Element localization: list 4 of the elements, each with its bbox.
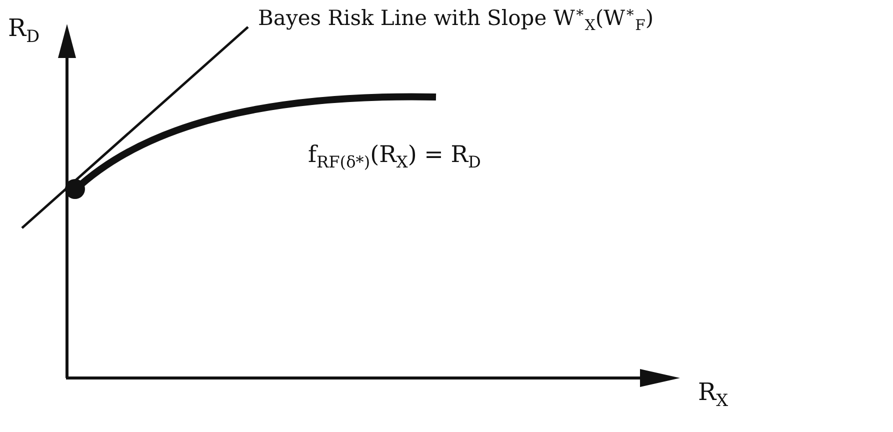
axis-label: R$_{X}$ bbox=[698, 378, 728, 410]
axis-label: R$_{D}$ bbox=[8, 14, 40, 46]
curve-equation: f$_{RF(δ*)}$(R$_{X}$) = R$_{D}$ bbox=[308, 142, 481, 172]
line-label: Bayes Risk Line with Slope W$^{∗}$$_{X}$(W$^{∗}$$_{F}$) bbox=[258, 4, 654, 35]
